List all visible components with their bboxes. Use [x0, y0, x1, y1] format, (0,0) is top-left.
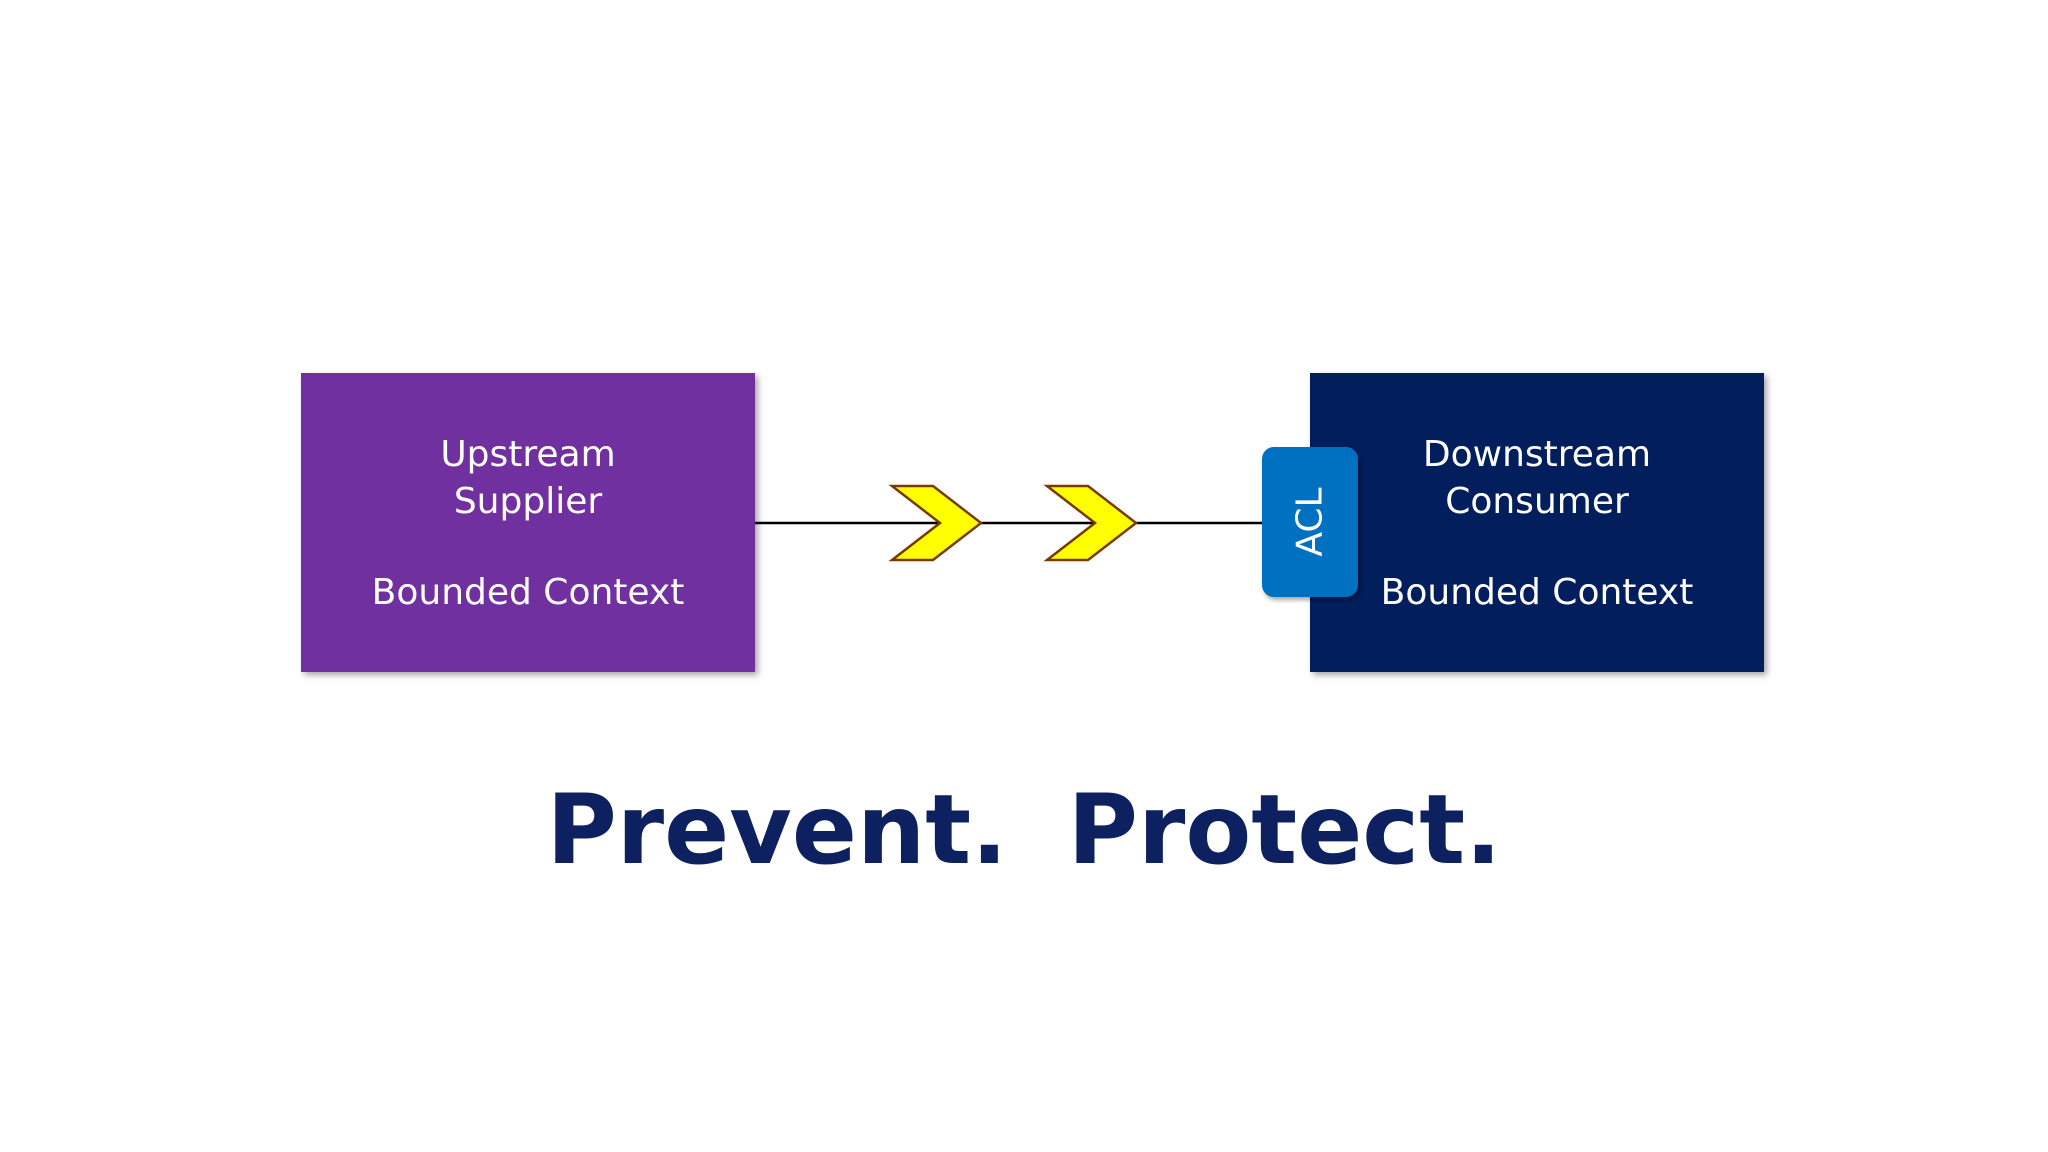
- downstream-title: Downstream Consumer: [1310, 431, 1764, 525]
- upstream-title: Upstream Supplier: [301, 431, 755, 525]
- upstream-bounded-context-box: Upstream Supplier Bounded Context: [301, 373, 755, 672]
- tagline-prevent: Prevent.: [546, 774, 1008, 886]
- chevron-right-icon: [888, 484, 984, 562]
- acl-label: ACL: [1289, 487, 1331, 557]
- tagline: Prevent. Protect.: [0, 775, 2048, 885]
- downstream-bounded-context-box: Downstream Consumer Bounded Context: [1310, 373, 1764, 672]
- downstream-subtitle: Bounded Context: [1380, 572, 1694, 613]
- downstream-title-line2: Consumer: [1445, 481, 1629, 522]
- tagline-protect: Protect.: [1067, 774, 1502, 886]
- downstream-title-line1: Downstream: [1422, 434, 1652, 475]
- chevron-right-icon: [1043, 484, 1139, 562]
- upstream-subtitle: Bounded Context: [371, 572, 685, 613]
- upstream-title-line1: Upstream: [440, 434, 616, 475]
- anti-corruption-layer-tab: ACL: [1262, 447, 1358, 597]
- upstream-title-line2: Supplier: [453, 481, 603, 522]
